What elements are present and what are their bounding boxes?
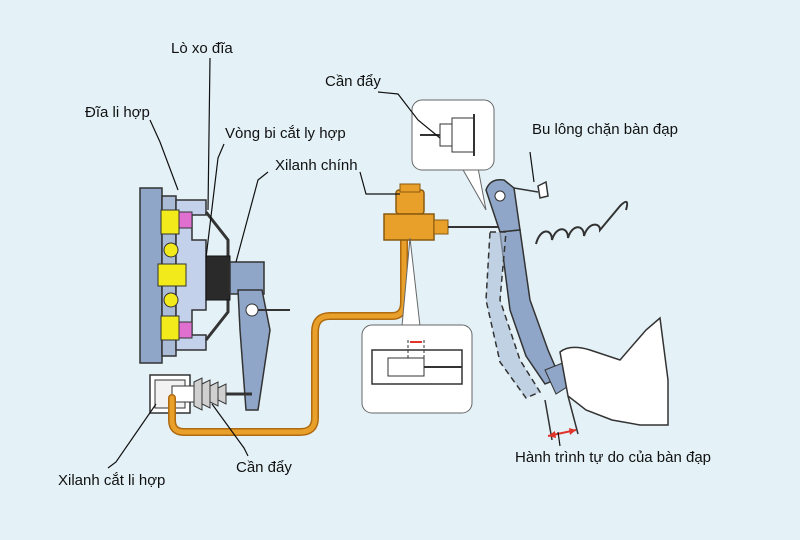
push-rod-detail-callout (411, 99, 495, 211)
label-vong-bi-cat-ly-hop: Vòng bi cắt ly hợp (225, 125, 346, 142)
slave-cylinder (149, 374, 252, 414)
free-travel-marker (544, 395, 579, 441)
label-xilanh-cat-li-hop: Xilanh cắt li hợp (58, 472, 165, 489)
leader-lines (107, 57, 561, 469)
label-xilanh-chinh: Xilanh chính (275, 157, 358, 174)
clutch-assembly (139, 187, 290, 411)
label-lo-xo-dia: Lò xo đĩa (171, 40, 233, 57)
label-can-day-bottom: Cần đẩy (236, 459, 292, 476)
label-dia-li-hop: Đĩa li hợp (85, 104, 150, 121)
driver-foot (559, 316, 669, 426)
label-can-day-top: Cần đẩy (325, 73, 381, 90)
label-bu-long-chan-ban-dap: Bu lông chặn bàn đạp (532, 121, 678, 138)
label-hanh-trinh-tu-do: Hành trình tự do của bàn đạp (515, 449, 711, 466)
master-cylinder-section-callout (361, 237, 473, 414)
